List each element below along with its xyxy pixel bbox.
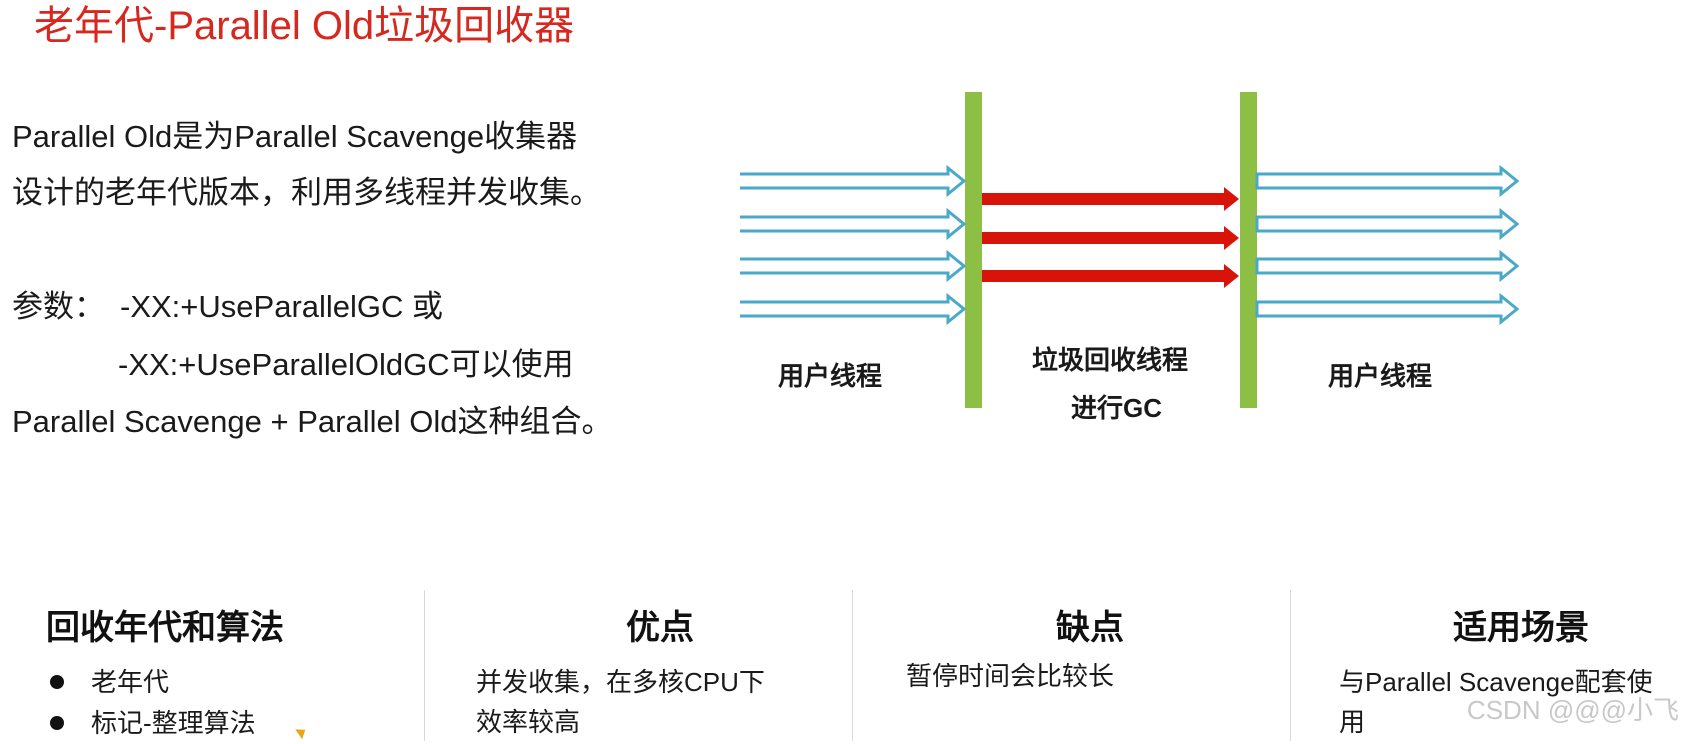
algorithm-item-2: 标记-整理算法: [91, 708, 256, 738]
algorithm-list: 老年代 标记-整理算法: [46, 662, 416, 744]
gc-thread-arrows: [982, 187, 1239, 288]
description-line-1: Parallel Old是为Parallel Scavenge收集器: [12, 119, 578, 154]
right-user-arrow-2: [1255, 207, 1520, 241]
right-user-arrow-4: [1255, 292, 1520, 326]
bullet-icon: [50, 716, 64, 730]
scenario-column: 适用场景 与Parallel Scavenge配套使 用: [1339, 590, 1679, 741]
pros-text: 并发收集，在多核CPU下 效率较高: [476, 662, 846, 742]
bullet-icon: [50, 675, 64, 689]
param-option-2: -XX:+UseParallelOldGC可以使用: [118, 347, 574, 382]
pros-column: 优点 并发收集，在多核CPU下 效率较高: [476, 590, 846, 741]
gc-thread-arrow-2: [982, 226, 1239, 250]
list-item: 标记-整理算法: [46, 703, 416, 744]
pros-text-line-2: 效率较高: [476, 707, 581, 737]
right-user-arrows: [1255, 164, 1520, 326]
left-user-arrow-3: [740, 249, 967, 283]
gc-thread-arrow-3: [982, 264, 1239, 288]
param-line: 参数： -XX:+UseParallelGC 或: [12, 287, 443, 327]
column-divider-3: [1290, 590, 1291, 741]
right-user-arrow-3: [1255, 249, 1520, 283]
algorithm-heading: 回收年代和算法: [46, 609, 284, 647]
column-divider-1: [424, 590, 425, 741]
gc-thread-arrow-1: [982, 187, 1239, 211]
scenario-text-line-2: 用: [1339, 707, 1366, 737]
csdn-watermark: CSDN @@@小飞: [1466, 695, 1679, 725]
right-user-arrow-1: [1255, 164, 1520, 198]
column-divider-2: [852, 590, 853, 741]
diagram-canvas: [740, 92, 1520, 408]
scenario-heading: 适用场景: [1453, 609, 1589, 647]
left-barrier: [965, 92, 982, 408]
left-user-arrow-4: [740, 292, 967, 326]
summary-columns: 回收年代和算法 老年代 标记-整理算法 优点 并发收集，在多核CPU下 效率较高…: [0, 590, 1683, 741]
param-combo: Parallel Scavenge + Parallel Old这种组合。: [12, 404, 613, 439]
cons-column: 缺点 暂停时间会比较长: [906, 590, 1276, 741]
left-user-arrows: [740, 164, 967, 326]
param-option-1: -XX:+UseParallelGC 或: [120, 289, 444, 324]
cons-heading: 缺点: [1056, 609, 1124, 647]
left-user-arrow-1: [740, 164, 967, 198]
left-user-thread-label: 用户线程: [778, 361, 883, 391]
left-user-arrow-2: [740, 207, 967, 241]
gc-thread-label-sub: 进行GC: [1071, 393, 1163, 423]
pros-text-line-1: 并发收集，在多核CPU下: [476, 667, 765, 697]
right-barrier: [1240, 92, 1257, 408]
gc-thread-label: 垃圾回收线程: [1032, 345, 1189, 375]
right-user-thread-label: 用户线程: [1328, 361, 1433, 391]
scenario-text-line-1: 与Parallel Scavenge配套使: [1339, 667, 1653, 697]
slide-title: 老年代-Parallel Old垃圾回收器: [34, 4, 575, 48]
algorithm-item-1: 老年代: [91, 667, 170, 697]
cons-text: 暂停时间会比较长: [906, 661, 1115, 691]
algorithm-column: 回收年代和算法 老年代 标记-整理算法: [46, 590, 416, 741]
scenario-text: 与Parallel Scavenge配套使 用: [1339, 662, 1679, 742]
description-line-2: 设计的老年代版本，利用多线程并发收集。: [12, 175, 601, 210]
list-item: 老年代: [46, 662, 416, 703]
param-label: 参数：: [12, 289, 105, 324]
gc-thread-diagram: 用户线程 垃圾回收线程 进行GC 用户线程: [740, 92, 1640, 452]
pros-heading: 优点: [626, 609, 694, 647]
